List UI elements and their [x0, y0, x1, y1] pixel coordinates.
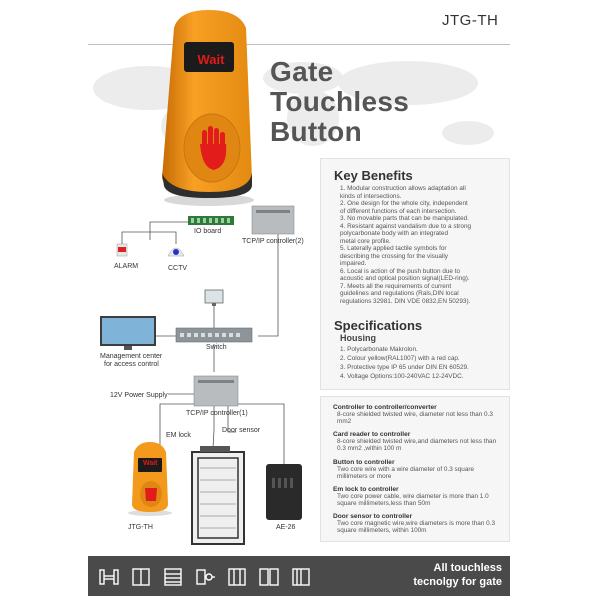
management-center-image [100, 316, 156, 350]
footer-tagline-line1: All touchless [433, 562, 502, 574]
title-line-button: Button [270, 116, 362, 147]
wiring-item-title: Card reader to controller [333, 431, 411, 438]
wiring-item: Door sensor to controller Two core magne… [333, 513, 505, 534]
wiring-item-title: Door sensor to controller [333, 513, 413, 520]
label-alarm: ALARM [114, 263, 139, 270]
spec-line: 2. Colour yellow(RAL1007) with a red cap… [340, 355, 460, 362]
footer-bar [88, 556, 510, 596]
label-switch: Switch [206, 344, 227, 351]
lock-icon [196, 569, 215, 585]
label-tcpip-controller-2: TCP/IP controller(2) [242, 238, 304, 245]
hero-device-image [162, 10, 254, 206]
tcpip-controller-1-image [193, 375, 239, 407]
spec-line: 3. Protective type IP 65 under DIN EN 60… [340, 364, 469, 371]
spec-line: 4. Voltage Options:100-240VAC 12-24VDC. [340, 373, 464, 380]
wiring-item-text: 8-core shielded twisted wire, diameter n… [337, 411, 493, 425]
cctv-image [167, 247, 185, 257]
benefit-line: 2. One design for the whole city, indepe… [340, 200, 468, 207]
title-line-gate: Gate [270, 56, 334, 87]
wiring-item: Button to controller Two core wire with … [333, 459, 505, 480]
label-power-supply: 12V Power Supply [110, 392, 168, 399]
wiring-item: Em lock to controller Two core power cab… [333, 486, 505, 507]
alarm-image [116, 243, 128, 257]
wiring-panel [320, 396, 510, 542]
label-management-center-line2: for access control [104, 361, 159, 368]
housing-heading: Housing [340, 333, 376, 343]
wiring-item-text: 8-core shielded twisted wire,and diamete… [337, 438, 497, 452]
label-em-lock: EM lock [166, 432, 191, 439]
wiring-item-title: Controller to controller/converter [333, 404, 437, 411]
label-door-sensor: Door sensor [222, 427, 261, 434]
benefits-list: 1. Modular construction allows adaptatio… [340, 185, 504, 305]
benefit-line: regulations 32981. DIN VDE 0832,EN 50293… [340, 297, 471, 305]
label-io-board: IO board [194, 228, 222, 235]
monitor-image [204, 289, 224, 306]
footer-tagline-line2: tecnolgy for gate [413, 576, 502, 588]
benefit-line: 1. Modular construction allows adaptatio… [340, 185, 466, 192]
specifications-heading: Specifications [334, 318, 423, 333]
wiring-item-title: Button to controller [333, 459, 395, 466]
model-code: JTG-TH [442, 12, 499, 29]
sliding-door-icon [292, 568, 310, 586]
switch-image [175, 327, 253, 343]
spec-line: 1. Polycarbonate Makrolon. [340, 346, 418, 353]
label-management-center: Management center [100, 353, 163, 360]
housing-list: 1. Polycarbonate Makrolon. 2. Colour yel… [340, 345, 508, 381]
small-device-image [128, 442, 172, 516]
wiring-item-title: Em lock to controller [333, 486, 399, 493]
benefit-line: guidelines and regulations (Rals,DIN loc… [340, 290, 459, 297]
ae26-reader-image [266, 464, 302, 520]
label-ae-26: AE-26 [276, 524, 296, 531]
wiring-diagram [100, 205, 302, 545]
label-tcpip-controller-1: TCP/IP controller(1) [186, 410, 248, 417]
benefit-line: acoustic and optical position signal(LED… [340, 275, 470, 282]
label-jtg-th: JTG-TH [128, 524, 153, 531]
door-image [191, 446, 245, 545]
key-benefits-heading: Key Benefits [334, 168, 413, 183]
benefit-line: 4. Resistant against vandalism due to a … [340, 222, 472, 230]
wiring-item-text: Two core magnetic wire,wire diameters is… [337, 520, 496, 534]
benefits-panel [320, 158, 510, 390]
tcpip-controller-2-image [251, 205, 295, 235]
benefit-line: metal core profile. [340, 237, 391, 245]
benefit-line: of different functions of each intersect… [340, 207, 457, 215]
benefit-line: kinds of intersections. [340, 192, 402, 200]
label-cctv: CCTV [168, 265, 188, 272]
small-device-display-text: Wait [143, 460, 158, 467]
barrier-gate-icon [164, 568, 182, 586]
hand-icon [200, 126, 227, 170]
benefit-line: 7. Meets all the requirements of current [340, 282, 452, 290]
benefit-line: 6. Local is action of the push button du… [340, 267, 461, 275]
wiring-item: Card reader to controller 8-core shielde… [333, 431, 505, 452]
wiring-item: Controller to controller/converter 8-cor… [333, 404, 505, 425]
wiring-item-text: Two core wire with a wire diameter of 0.… [337, 466, 475, 480]
benefit-line: 5. Laterally applied tactile symbols for [340, 245, 447, 252]
io-board-image [188, 216, 234, 225]
device-display-text: Wait [197, 52, 225, 67]
swing-gate-icon [132, 568, 150, 586]
wiring-item-text: Two core power cable, wire diameter is m… [337, 493, 489, 507]
benefit-line: describing the crossing for the visually [340, 252, 448, 260]
benefit-line: 3. No movable parts that can be manipula… [340, 215, 469, 222]
turnstile-gate-icon [99, 569, 119, 585]
benefit-line: impaired. [340, 260, 367, 267]
benefit-line: polycarbonate body with an integrated [340, 230, 449, 237]
access-panel-icon [228, 568, 246, 586]
double-door-icon [259, 568, 279, 586]
title-line-touchless: Touchless [270, 86, 410, 117]
top-divider [88, 44, 510, 45]
